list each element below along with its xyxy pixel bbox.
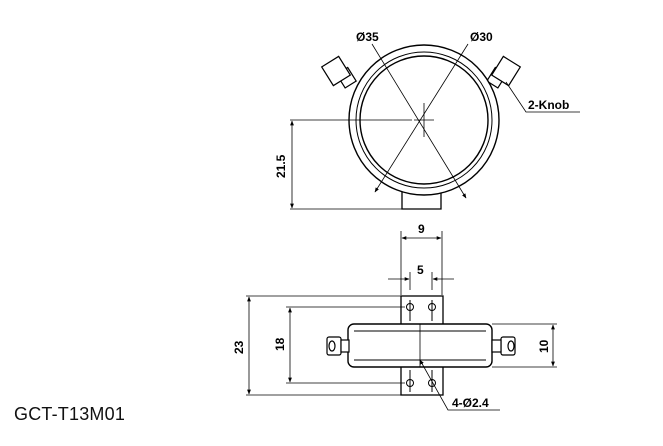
front-right-knob bbox=[491, 336, 516, 356]
od-leader bbox=[371, 43, 467, 199]
inner-diameter-label: Ø30 bbox=[470, 30, 493, 44]
mount-holes bbox=[406, 300, 436, 392]
id-leader bbox=[374, 43, 469, 193]
mount-tab bbox=[401, 188, 442, 210]
ring-height-label: 10 bbox=[537, 339, 551, 353]
right-knob bbox=[485, 55, 522, 89]
outer-diameter-label: Ø35 bbox=[356, 30, 379, 44]
center-height-label: 21.5 bbox=[274, 154, 288, 178]
front-view bbox=[246, 231, 557, 411]
hole-span-label: 18 bbox=[273, 337, 287, 351]
top-view bbox=[290, 43, 580, 210]
center-lines bbox=[290, 103, 434, 137]
left-knob bbox=[320, 55, 358, 89]
model-code: GCT-T13M01 bbox=[14, 404, 126, 424]
hole-spacing-label: 5 bbox=[417, 263, 424, 277]
knob-label: 2-Knob bbox=[528, 98, 569, 112]
front-left-knob bbox=[326, 336, 350, 356]
holes-label: 4-Ø2.4 bbox=[452, 396, 489, 410]
knob-leader bbox=[505, 81, 580, 113]
width-total-label: 9 bbox=[418, 222, 425, 236]
height-total-label: 23 bbox=[232, 340, 246, 354]
holes-leader bbox=[419, 359, 500, 411]
